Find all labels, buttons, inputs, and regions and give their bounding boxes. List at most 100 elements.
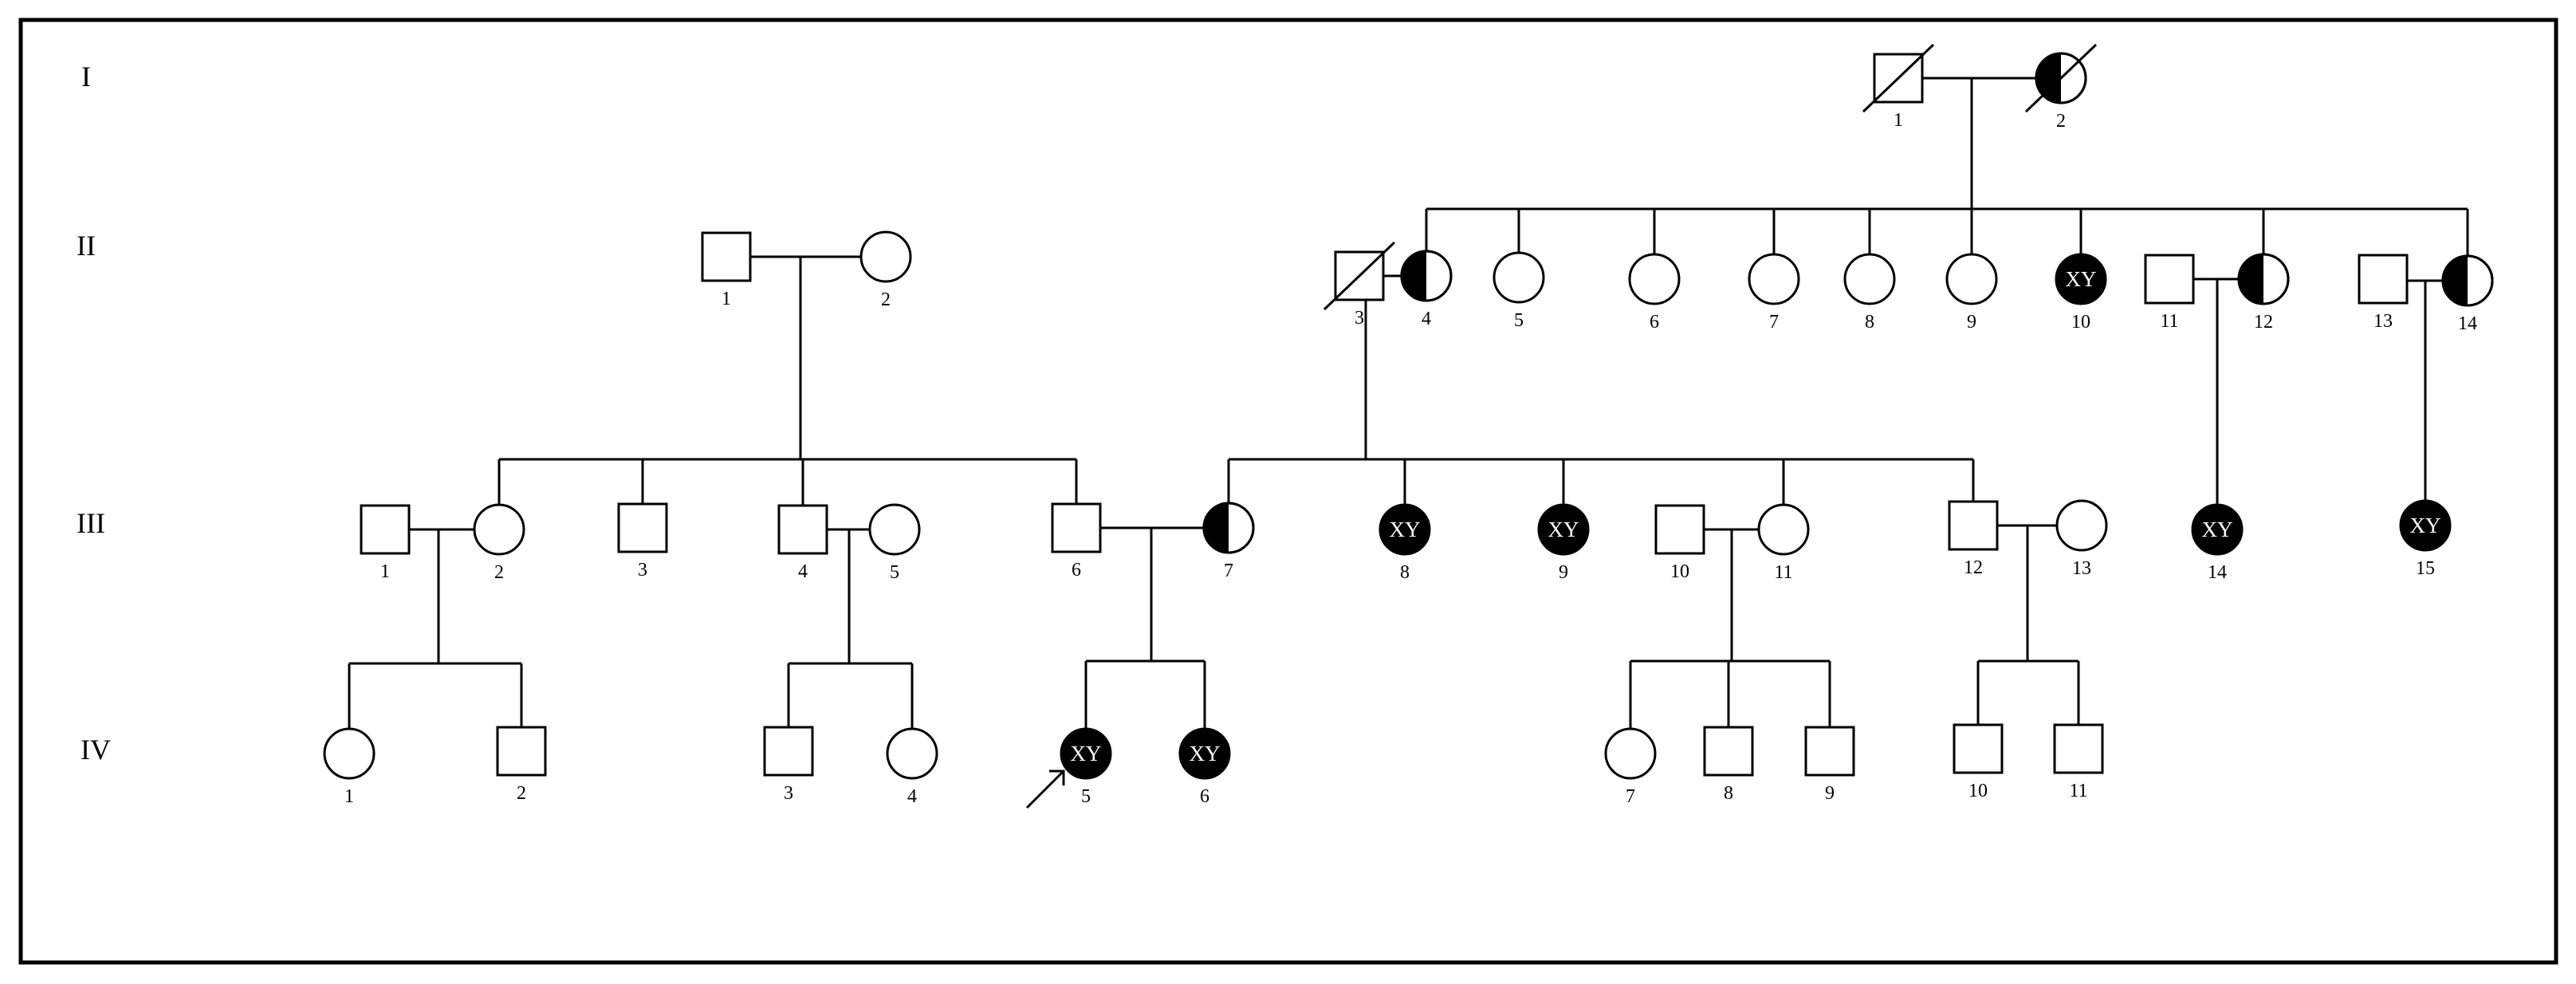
individual-number-II-10: 10 [2071,312,2090,333]
individual-IV-1 [323,727,376,780]
individual-number-II-9: 9 [1967,312,1976,333]
female-outline [2237,253,2290,305]
female-symbol [1178,727,1231,780]
female-outline [2441,254,2494,307]
female-symbol [1843,253,1896,305]
individual-III-7 [1202,502,1255,554]
male-symbol [1051,502,1102,553]
individual-III-10 [1654,504,1705,555]
karyotype-marking: XY [1548,518,1579,541]
female-symbol [1604,727,1657,780]
female-symbol [2191,503,2244,556]
individual-number-III-7: 7 [1224,561,1233,581]
generation-label-IV: IV [81,734,111,766]
individual-II-12 [2237,253,2290,305]
individual-number-IV-10: 10 [1968,781,1988,801]
male-symbol [2053,723,2104,774]
deceased-slash [2024,43,2098,113]
carrier-half-fill [1402,251,1426,301]
female-symbol [1493,251,1545,304]
female-outline [1202,502,1255,554]
individual-III-4 [777,504,828,555]
individual-IV-9 [1804,726,1855,777]
individual-number-II-1: 1 [722,289,731,309]
generation-label-I: I [81,61,91,92]
male-symbol [763,726,814,777]
individual-number-IV-1: 1 [344,786,354,807]
individual-III-8: XY [1378,503,1431,556]
individual-number-III-5: 5 [890,562,899,583]
individual-II-9 [1945,253,1998,305]
individual-number-IV-4: 4 [907,786,917,807]
individual-number-II-14: 14 [2458,313,2477,334]
individual-number-II-6: 6 [1650,312,1659,333]
individual-number-III-14: 14 [2208,562,2227,583]
karyotype-marking: XY [1190,742,1221,766]
individual-IV-7 [1604,727,1657,780]
male-symbol [617,502,668,553]
individual-number-III-11: 11 [1774,562,1792,583]
proband-arrow-head [1049,769,1065,785]
individual-number-IV-7: 7 [1626,786,1635,807]
individual-III-13 [2055,499,2108,552]
male-symbol [1703,726,1754,777]
female-symbol [323,727,376,780]
female-symbol [1060,727,1112,780]
individual-III-2 [473,503,525,556]
male-symbol [1804,726,1855,777]
individual-IV-5: XY [1025,727,1112,809]
individual-number-II-7: 7 [1769,312,1779,333]
individual-II-7 [1748,253,1800,305]
individual-number-II-4: 4 [1422,309,1431,329]
individual-III-12 [1948,500,1999,551]
individual-II-5 [1493,251,1545,304]
karyotype-marking: XY [1390,518,1421,541]
individual-number-IV-11: 11 [2069,781,2087,801]
individual-III-9: XY [1537,503,1590,556]
individual-number-III-10: 10 [1670,561,1689,582]
individual-IV-3 [763,726,814,777]
individual-number-IV-3: 3 [784,783,793,804]
individual-II-1 [701,231,752,282]
individual-II-8 [1843,253,1896,305]
individual-number-II-2: 2 [881,289,891,310]
individual-II-10: XY [2055,253,2107,305]
individual-II-6 [1628,253,1681,305]
proband-arrow [1025,769,1065,809]
karyotype-marking: XY [2066,267,2097,291]
carrier-half-fill [2036,53,2061,103]
karyotype-marking: XY [1071,742,1102,766]
female-symbol [1537,503,1590,556]
female-symbol [1757,503,1810,556]
individual-number-IV-9: 9 [1825,783,1835,804]
female-symbol [1748,253,1800,305]
female-symbol [1378,503,1431,556]
individual-III-15: XY [2399,499,2452,552]
individual-number-III-15: 15 [2416,558,2435,579]
carrier-half-fill [2239,254,2263,304]
individual-number-III-13: 13 [2072,558,2091,579]
individual-II-3 [1323,241,1396,311]
individual-IV-11 [2053,723,2104,774]
individual-II-2 [859,230,912,283]
female-symbol [1628,253,1681,305]
generation-label-III: III [77,507,105,539]
female-outline [2035,52,2087,104]
individual-number-III-8: 8 [1400,562,1410,583]
female-symbol [859,230,912,283]
individual-number-I-2: 2 [2056,111,2066,132]
male-symbol [777,504,828,555]
male-symbol [496,726,547,777]
generation-label-II: II [77,230,96,262]
individual-number-II-5: 5 [1514,310,1524,331]
individual-I-1 [1862,43,1935,113]
female-symbol [2399,499,2452,552]
individual-number-IV-8: 8 [1724,783,1733,804]
individual-II-4 [1400,250,1453,302]
individual-II-13 [2358,254,2409,305]
individual-IV-4 [886,727,938,780]
individual-III-3 [617,502,668,553]
individual-III-1 [360,504,411,555]
